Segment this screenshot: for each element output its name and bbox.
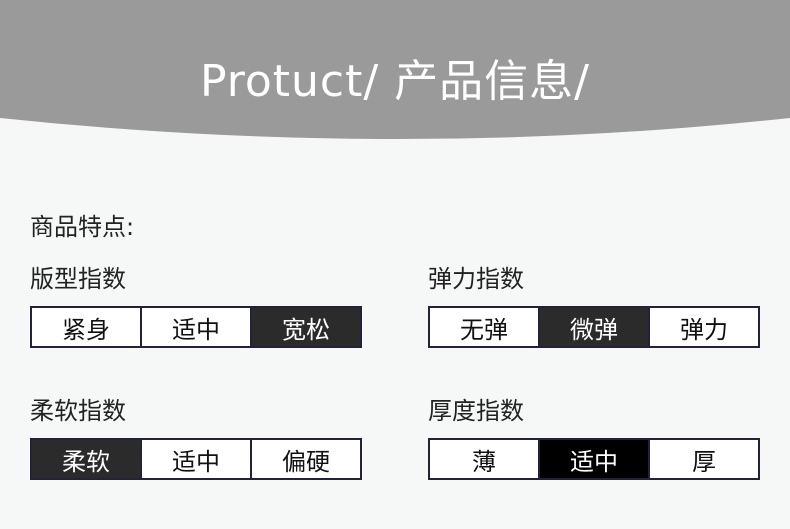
elasticity-option-stretch[interactable]: 弹力 [650,308,758,346]
features-heading: 商品特点: [30,213,135,241]
thickness-index-title: 厚度指数 [428,397,524,425]
thickness-index-group: 厚度指数 薄 适中 厚 [428,394,760,480]
softness-index-options: 柔软 适中 偏硬 [30,438,362,480]
elasticity-option-slight[interactable]: 微弹 [540,308,650,346]
elasticity-index-group: 弹力指数 无弹 微弹 弹力 [428,262,760,348]
page-title: Protuct/ 产品信息/ [199,56,591,107]
softness-option-soft[interactable]: 柔软 [32,440,142,478]
fit-option-regular[interactable]: 适中 [142,308,252,346]
thickness-option-thick[interactable]: 厚 [650,440,758,478]
softness-option-medium[interactable]: 适中 [142,440,252,478]
fit-option-loose[interactable]: 宽松 [252,308,360,346]
thickness-option-medium[interactable]: 适中 [540,440,650,478]
thickness-index-options: 薄 适中 厚 [428,438,760,480]
softness-option-firm[interactable]: 偏硬 [252,440,360,478]
thickness-option-thin[interactable]: 薄 [430,440,540,478]
header-banner [0,0,790,150]
elasticity-option-none[interactable]: 无弹 [430,308,540,346]
elasticity-index-title: 弹力指数 [428,265,524,293]
fit-index-title: 版型指数 [30,265,126,293]
fit-index-group: 版型指数 紧身 适中 宽松 [30,262,362,348]
elasticity-index-options: 无弹 微弹 弹力 [428,306,760,348]
fit-option-tight[interactable]: 紧身 [32,308,142,346]
softness-index-title: 柔软指数 [30,397,126,425]
fit-index-options: 紧身 适中 宽松 [30,306,362,348]
header-curve-shape [0,0,790,139]
softness-index-group: 柔软指数 柔软 适中 偏硬 [30,394,362,480]
